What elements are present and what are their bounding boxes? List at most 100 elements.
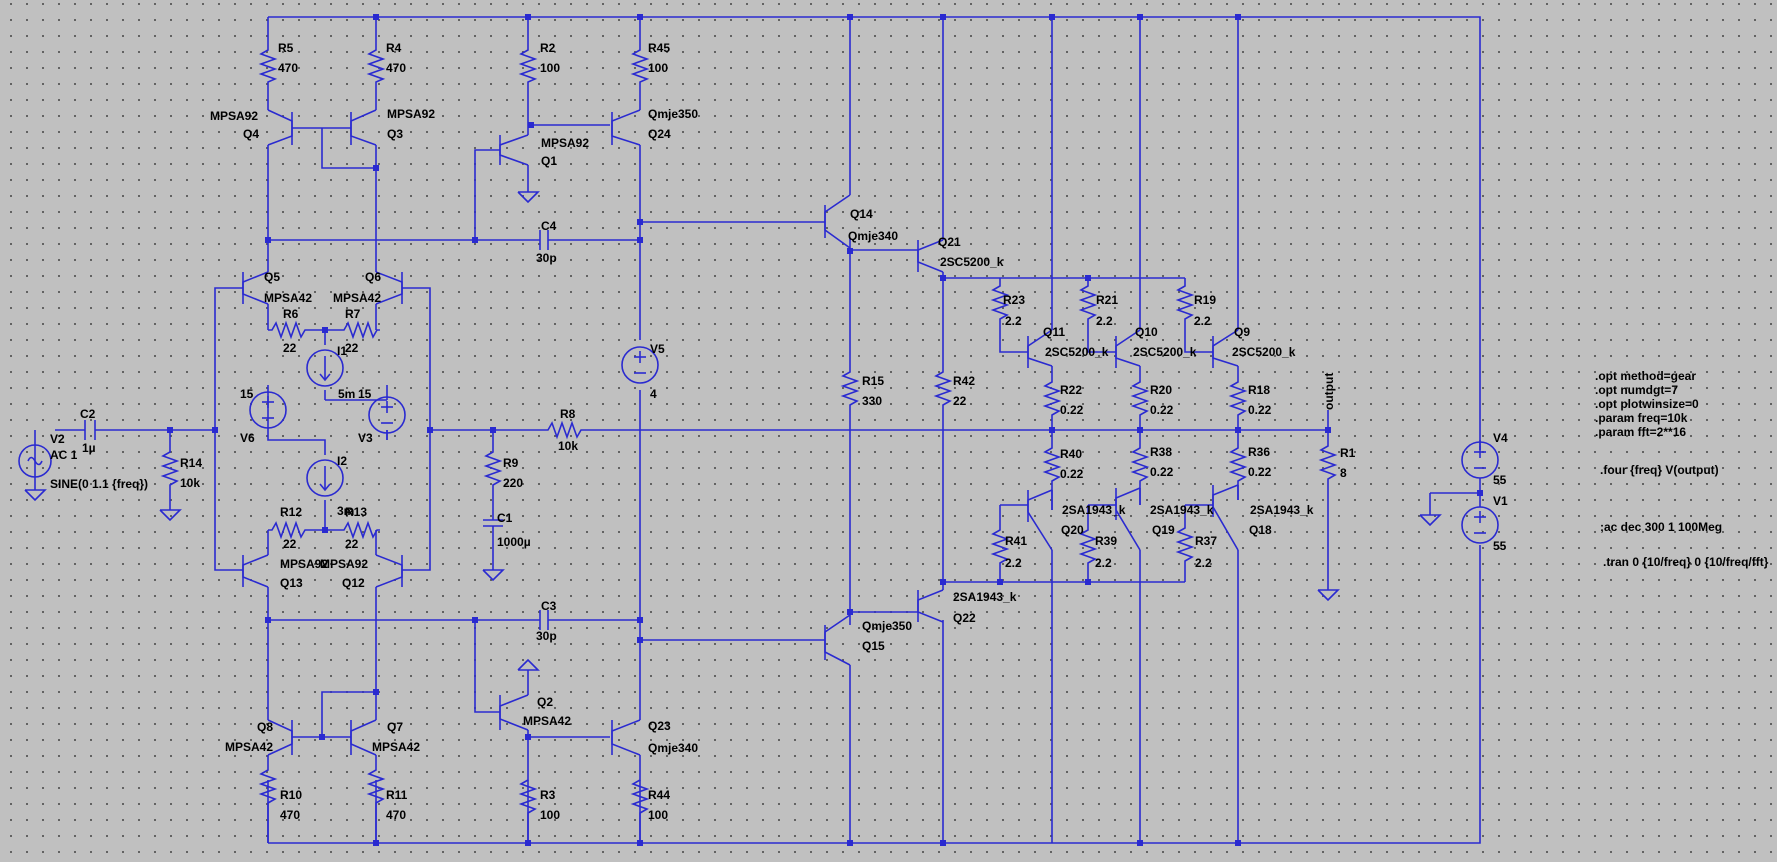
R22-ref: R22: [1060, 383, 1082, 397]
spice-directives[interactable]: .opt method=gear .opt numdgt=7 .opt plot…: [1595, 369, 1769, 569]
Q21-ref: Q21: [938, 235, 961, 249]
R37-value: 2.2: [1195, 556, 1212, 570]
Q2-type: MPSA42: [523, 714, 571, 728]
R20-ref: R20: [1150, 383, 1172, 397]
R11-value: 470: [386, 808, 406, 822]
R8-ref: R8: [560, 407, 576, 421]
R11-ref: R11: [386, 788, 408, 802]
R14-value: 10k: [180, 476, 200, 490]
Q6-ref: Q6: [365, 270, 381, 284]
C4-ref: C4: [541, 219, 557, 233]
Q9-type: 2SC5200_k: [1232, 345, 1296, 359]
resistor-shapes: [160, 45, 1338, 843]
V2-ref: V2: [50, 432, 65, 446]
R15-value: 330: [862, 394, 882, 408]
Q23-ref: Q23: [648, 719, 671, 733]
R45-value: 100: [648, 61, 668, 75]
I2-value: 3m: [337, 504, 354, 518]
R39-ref: R39: [1095, 534, 1117, 548]
output-net-label: output: [1322, 373, 1336, 410]
R2-ref: R2: [540, 41, 556, 55]
C1-value: 1000µ: [497, 535, 531, 549]
Q20-ref: Q20: [1061, 523, 1084, 537]
Q3-ref: Q3: [387, 127, 403, 141]
R38-value: 0.22: [1150, 465, 1174, 479]
R19-ref: R19: [1194, 293, 1216, 307]
Q11-type: 2SC5200_k: [1045, 345, 1109, 359]
R2-value: 100: [540, 61, 560, 75]
I1-value: 5m: [338, 387, 355, 401]
R5-value: 470: [278, 61, 298, 75]
Q22-ref: Q22: [953, 611, 976, 625]
Q1-type: MPSA92: [541, 136, 589, 150]
wires: [268, 16, 1481, 844]
R18-ref: R18: [1248, 383, 1270, 397]
ground-symbols: [24, 191, 1442, 671]
R7-ref: R7: [345, 307, 361, 321]
Q11-ref: Q11: [1043, 325, 1065, 339]
component-labels: R5 470 R4 470 R2 100 R45 100 MPSA92 Q4 M…: [50, 41, 1508, 822]
R40-ref: R40: [1060, 447, 1082, 461]
C1-ref: C1: [497, 511, 513, 525]
Q15-ref: Q15: [862, 639, 885, 653]
Q4-type: MPSA92: [210, 109, 258, 123]
Q23-type: Qmje340: [648, 741, 698, 755]
Q22-type: 2SA1943_k: [953, 590, 1017, 604]
R4-ref: R4: [386, 41, 402, 55]
R8-value: 10k: [558, 439, 578, 453]
Q5-type: MPSA42: [264, 291, 312, 305]
R45-ref: R45: [648, 41, 670, 55]
R36-value: 0.22: [1248, 465, 1272, 479]
C3-value: 30p: [536, 629, 557, 643]
Q9-ref: Q9: [1234, 325, 1250, 339]
Q5-ref: Q5: [264, 270, 280, 284]
directive-param-fft[interactable]: .param fft=2**16: [1595, 425, 1686, 439]
V4-ref: V4: [1493, 431, 1508, 445]
Q13-ref: Q13: [280, 576, 303, 590]
R38-ref: R38: [1150, 445, 1172, 459]
R3-ref: R3: [540, 788, 556, 802]
Q7-type: MPSA42: [372, 740, 420, 754]
wires-main: [34, 100, 1481, 760]
R12-ref: R12: [280, 505, 302, 519]
R1-value: 8: [1340, 466, 1347, 480]
V1-value: 55: [1493, 539, 1507, 553]
R41-ref: R41: [1005, 534, 1027, 548]
Q20-type: 2SA1943_k: [1062, 503, 1126, 517]
directive-ac[interactable]: ;ac dec 300 1 100Meg: [1600, 520, 1722, 534]
Q12-type: MPSA92: [320, 557, 368, 571]
Q8-type: MPSA42: [225, 740, 273, 754]
V3-ref: V3: [358, 431, 373, 445]
R21-ref: R21: [1096, 293, 1118, 307]
directive-param-freq[interactable]: .param freq=10k: [1595, 411, 1688, 425]
Q13-type: MPSA92: [280, 557, 328, 571]
R23-value: 2.2: [1005, 314, 1022, 328]
R9-ref: R9: [503, 456, 519, 470]
R18-value: 0.22: [1248, 403, 1272, 417]
directive-plotwinsize[interactable]: .opt plotwinsize=0: [1595, 397, 1699, 411]
directive-method[interactable]: .opt method=gear: [1595, 369, 1696, 383]
directive-four[interactable]: .four {freq} V(output): [1600, 463, 1719, 477]
C2-value: 1µ: [82, 441, 96, 455]
R42-value: 22: [953, 394, 967, 408]
V6-value: 15: [240, 387, 254, 401]
Q18-type: 2SA1943_k: [1250, 503, 1314, 517]
R37-ref: R37: [1195, 534, 1217, 548]
C3-ref: C3: [541, 599, 557, 613]
Q21-type: 2SC5200_k: [940, 255, 1004, 269]
R9-value: 220: [503, 476, 523, 490]
Q14-ref: Q14: [850, 207, 873, 221]
V6-ref: V6: [240, 431, 255, 445]
directive-tran[interactable]: .tran 0 {10/freq} 0 {10/freq/fft}: [1603, 555, 1769, 569]
I1-ref: I1: [337, 344, 347, 358]
capacitor-shapes: [84, 230, 549, 630]
junction-dots: [167, 14, 1483, 846]
C2-ref: C2: [80, 407, 96, 421]
R7-value: 22: [345, 341, 359, 355]
V2-ac: AC 1: [50, 448, 78, 462]
Q19-type: 2SA1943_k: [1150, 503, 1214, 517]
Q1-ref: Q1: [541, 154, 557, 168]
R13-ref: R13: [345, 505, 367, 519]
directive-numdgt[interactable]: .opt numdgt=7: [1595, 383, 1678, 397]
